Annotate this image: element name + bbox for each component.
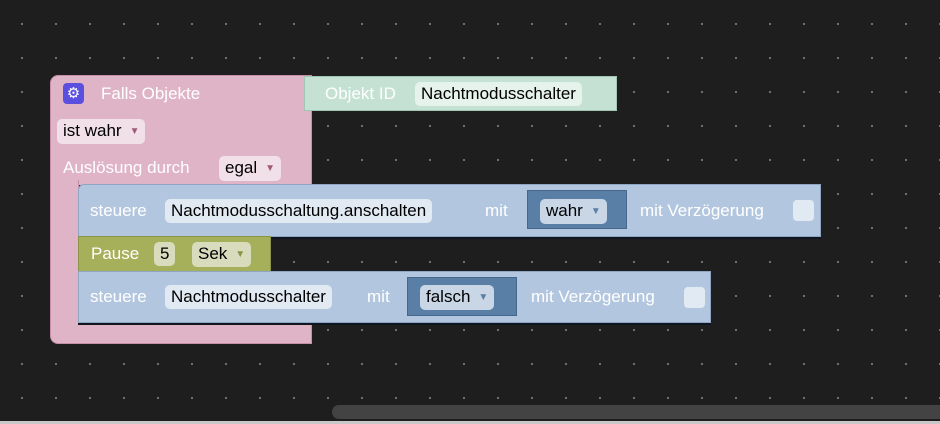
control-1-value: wahr (546, 201, 583, 220)
control-2-delay-label: mit Verzögerung (531, 287, 655, 306)
control-2-object-field[interactable]: Nachtmodusschalter (165, 285, 332, 309)
pause-unit-dropdown[interactable]: Sek ▼ (192, 242, 252, 267)
control-1-delay-label: mit Verzögerung (640, 201, 764, 220)
control-1-value-dropdown[interactable]: wahr ▼ (540, 199, 607, 224)
control-2-delay-checkbox[interactable] (684, 287, 705, 308)
control-1-object-field[interactable]: Nachtmodusschaltung.anschalten (165, 199, 433, 223)
dropdown-arrow-icon: ▼ (129, 125, 140, 137)
control-1-delay-checkbox[interactable] (793, 200, 814, 221)
horizontal-scrollbar[interactable] (332, 405, 940, 419)
object-id-field[interactable]: Nachtmodusschalter (415, 82, 582, 106)
trigger-label: Auslösung durch (63, 158, 190, 177)
dropdown-arrow-icon: ▼ (235, 248, 246, 260)
condition-dropdown[interactable]: ist wahr ▼ (57, 119, 146, 144)
trigger-dropdown[interactable]: egal ▼ (219, 156, 282, 181)
pause-value-field[interactable]: 5 (154, 242, 176, 266)
control-1-with-label: mit (485, 201, 508, 220)
dropdown-arrow-icon: ▼ (265, 162, 276, 174)
trigger-title: Falls Objekte (101, 84, 201, 103)
control-1-label: steuere (90, 201, 147, 220)
pause-label: Pause (91, 244, 140, 263)
control-2-value: falsch (426, 287, 471, 306)
object-id-label: Objekt ID (325, 84, 396, 103)
trigger-block-bottom (50, 322, 312, 344)
dropdown-arrow-icon: ▼ (478, 291, 489, 303)
gear-icon[interactable]: ⚙ (63, 83, 84, 104)
control-2-value-dropdown[interactable]: falsch ▼ (420, 285, 495, 310)
dropdown-arrow-icon: ▼ (590, 205, 601, 217)
condition-value: ist wahr (63, 121, 122, 140)
pause-unit: Sek (198, 244, 228, 263)
trigger-value: egal (225, 158, 258, 177)
bottom-border (0, 421, 940, 424)
trigger-block-left-arm (50, 180, 79, 330)
control-2-label: steuere (90, 287, 147, 306)
control-2-with-label: mit (367, 287, 390, 306)
